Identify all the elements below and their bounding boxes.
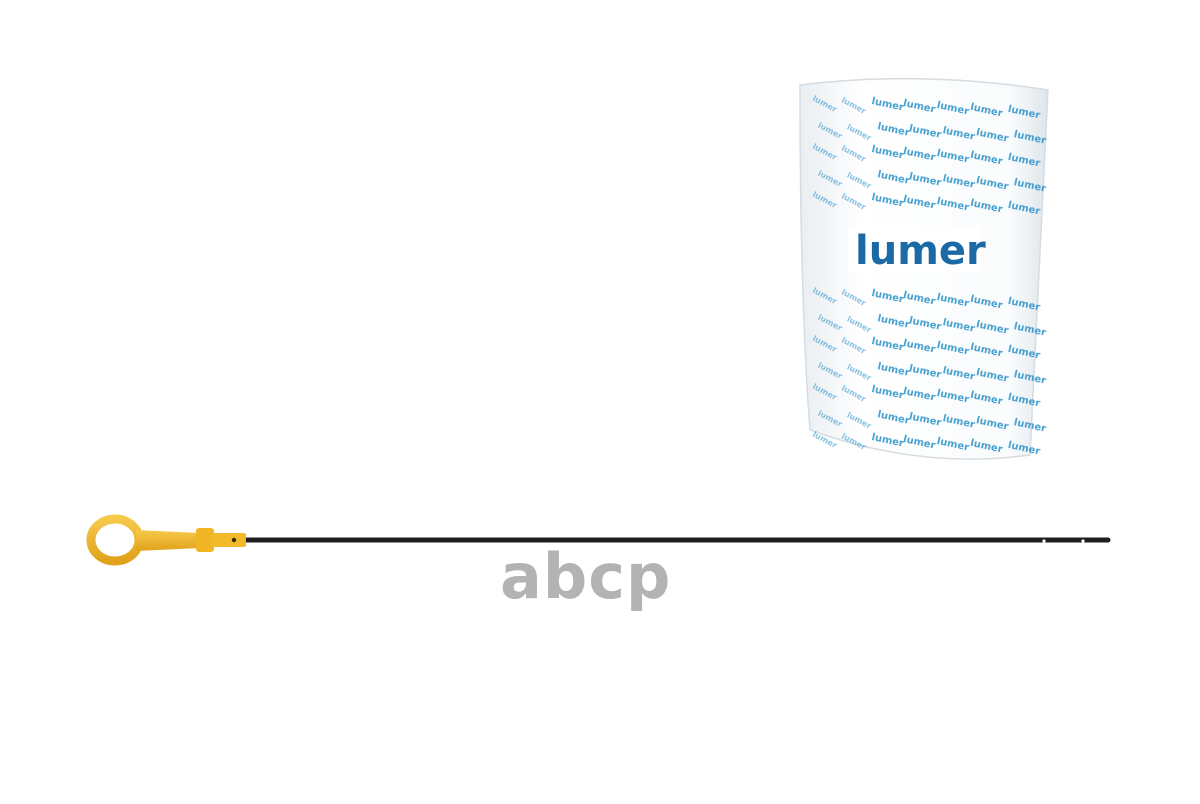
rod-mark — [1081, 539, 1085, 543]
rod-mark — [1042, 539, 1046, 543]
brand-logo: lumer — [855, 228, 986, 274]
oil-dipstick — [86, 514, 1111, 566]
bag-logo: lumer — [848, 226, 986, 274]
dipstick-handle — [86, 514, 246, 566]
watermark: abcp — [500, 540, 672, 613]
